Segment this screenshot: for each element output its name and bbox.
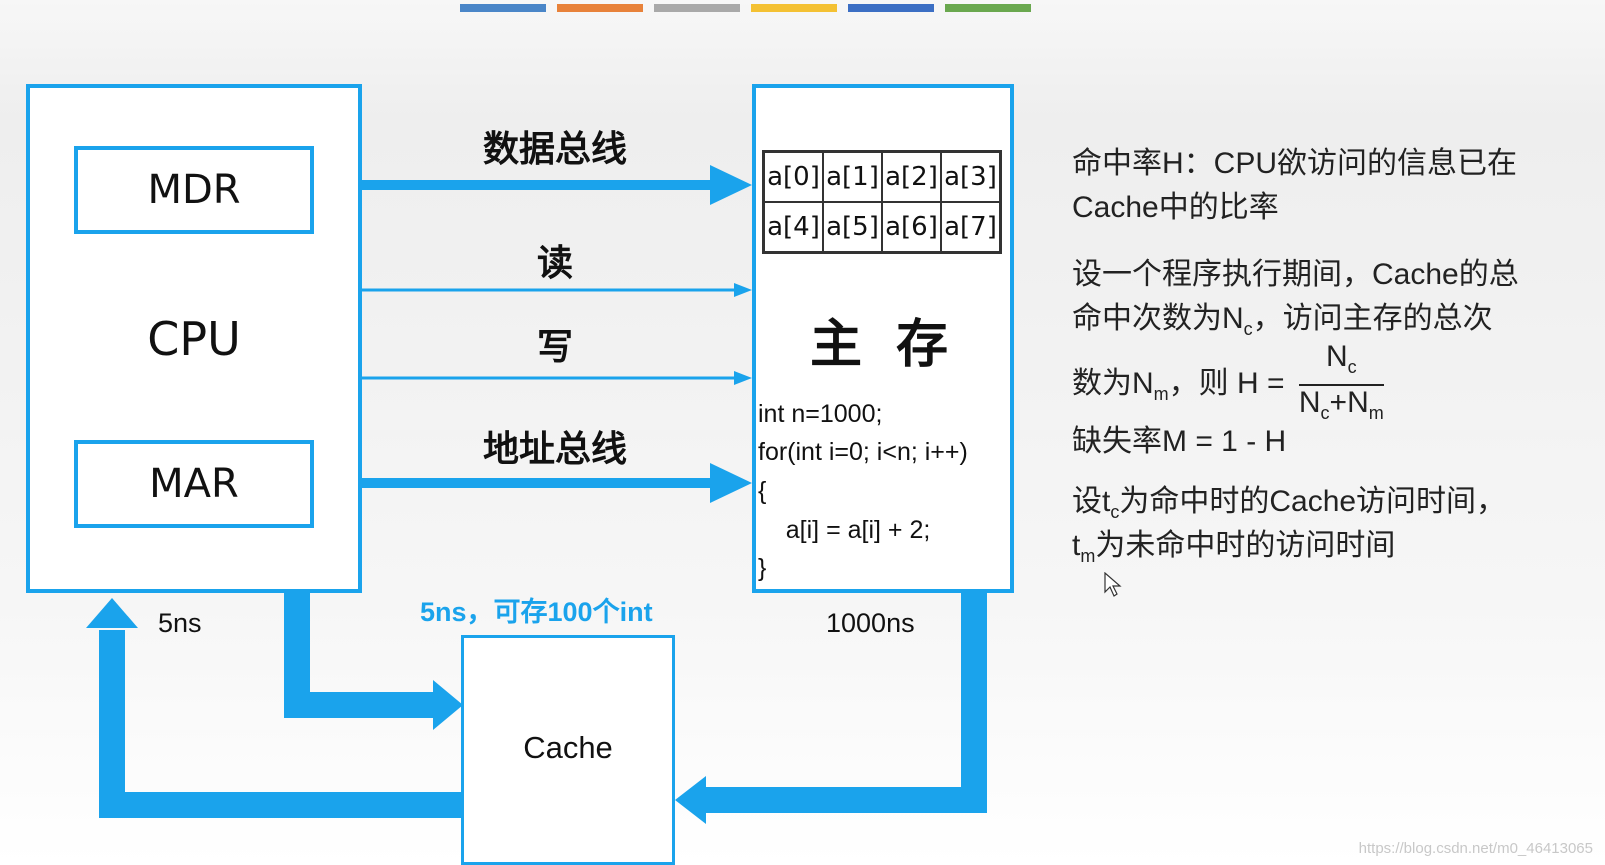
array-cell: a[2] (882, 152, 941, 202)
cache-to-cpu-arrow (86, 598, 138, 628)
fraction-sub: m (1368, 403, 1384, 423)
stripe-2 (557, 4, 643, 12)
write-arrow (734, 371, 752, 385)
note-tm-text: t (1072, 529, 1081, 562)
fraction-text: +N (1329, 386, 1369, 419)
memory-to-cache-path (702, 593, 987, 813)
note-setup-text: 命中次数为N (1072, 302, 1244, 335)
note-setup-text: 数为N (1072, 366, 1154, 400)
array-cell: a[5] (823, 202, 882, 252)
note-tc-text: 为命中时的Cache访问时间， (1119, 485, 1507, 518)
data-bus-arrow-right (710, 165, 752, 205)
code-line-1: int n=1000; (758, 400, 883, 428)
array-cell: a[4] (764, 202, 823, 252)
fraction-text: N (1298, 386, 1321, 419)
stripe-4 (751, 4, 837, 12)
mdr-label: MDR (147, 167, 241, 213)
note-setup-sub: c (1243, 319, 1253, 339)
data-bus-label: 数据总线 (482, 129, 627, 170)
mdr-register: MDR (74, 146, 314, 234)
mouse-cursor-icon (1104, 572, 1122, 597)
note-setup-line-3: 数为Nm，则 H = Nc Nc+Nm (1072, 340, 1384, 430)
hit-rate-fraction: Nc Nc+Nm (1298, 340, 1384, 430)
stripe-5 (848, 4, 934, 12)
note-hit-rate-line-2: Cache中的比率 (1072, 191, 1279, 224)
cache-label: Cache (523, 730, 613, 765)
read-arrow (734, 283, 752, 297)
note-tc-sub: c (1110, 502, 1120, 522)
note-tc-text: 设t (1072, 485, 1111, 518)
watermark: https://blog.csdn.net/m0_46413065 (1358, 840, 1593, 857)
array-grid: a[0] a[1] a[2] a[3] a[4] a[5] a[6] a[7] (762, 150, 1002, 254)
read-label: 读 (536, 243, 573, 284)
code-line-2: for(int i=0; i<n; i++) (758, 438, 968, 466)
cache-box (461, 635, 675, 865)
note-setup-text: ，访问主存的总次 (1252, 302, 1493, 335)
note-setup-sub: m (1153, 383, 1169, 404)
array-cell: a[7] (941, 202, 1000, 252)
stripe-1 (460, 4, 546, 12)
code-line-3: { (758, 477, 767, 505)
note-tm-text: 为未命中时的访问时间 (1095, 529, 1396, 562)
note-tc-line: 设tc为命中时的Cache访问时间， (1072, 480, 1506, 534)
array-cell: a[6] (882, 202, 941, 252)
memory-to-cache-arrow (675, 776, 706, 824)
code-line-4: a[i] = a[i] + 2; (758, 516, 931, 544)
cache-caption: 5ns，可存100个int (420, 597, 653, 627)
memory-timing: 1000ns (826, 608, 915, 638)
address-bus-arrow (710, 463, 752, 503)
cache-to-cpu-path (99, 630, 462, 818)
cpu-to-cache-arrow (433, 680, 463, 730)
address-bus-label: 地址总线 (482, 429, 627, 470)
note-miss-rate: 缺失率M = 1 - H (1072, 425, 1287, 458)
note-setup-text: ，则 H = (1168, 366, 1285, 400)
fraction-numerator: Nc (1298, 340, 1384, 386)
fraction-denominator: Nc+Nm (1299, 386, 1384, 430)
mar-label: MAR (149, 461, 239, 507)
stripe-6 (945, 4, 1031, 12)
cpu-cache-timing: 5ns (158, 608, 202, 638)
fraction-sub: c (1347, 357, 1357, 377)
cpu-label: CPU (147, 312, 241, 366)
write-label: 写 (536, 327, 573, 368)
note-setup-line-2: 命中次数为Nc，访问主存的总次 (1072, 297, 1493, 351)
mar-register: MAR (74, 440, 314, 528)
main-memory-label: 主 存 (809, 314, 957, 375)
array-cell: a[1] (823, 152, 882, 202)
code-line-5: } (758, 554, 767, 582)
note-tm-sub: m (1080, 546, 1096, 566)
cpu-to-cache-path (284, 593, 440, 718)
stripe-3 (654, 4, 740, 12)
array-cell: a[0] (764, 152, 823, 202)
note-hit-rate-line-1: 命中率H：CPU欲访问的信息已在 (1072, 147, 1518, 180)
array-cell: a[3] (941, 152, 1000, 202)
fraction-sub: c (1320, 403, 1330, 423)
note-tm-line: tm为未命中时的访问时间 (1072, 524, 1395, 578)
note-setup-line-1: 设一个程序执行期间，Cache的总 (1072, 258, 1519, 291)
fraction-text: N (1325, 340, 1348, 373)
